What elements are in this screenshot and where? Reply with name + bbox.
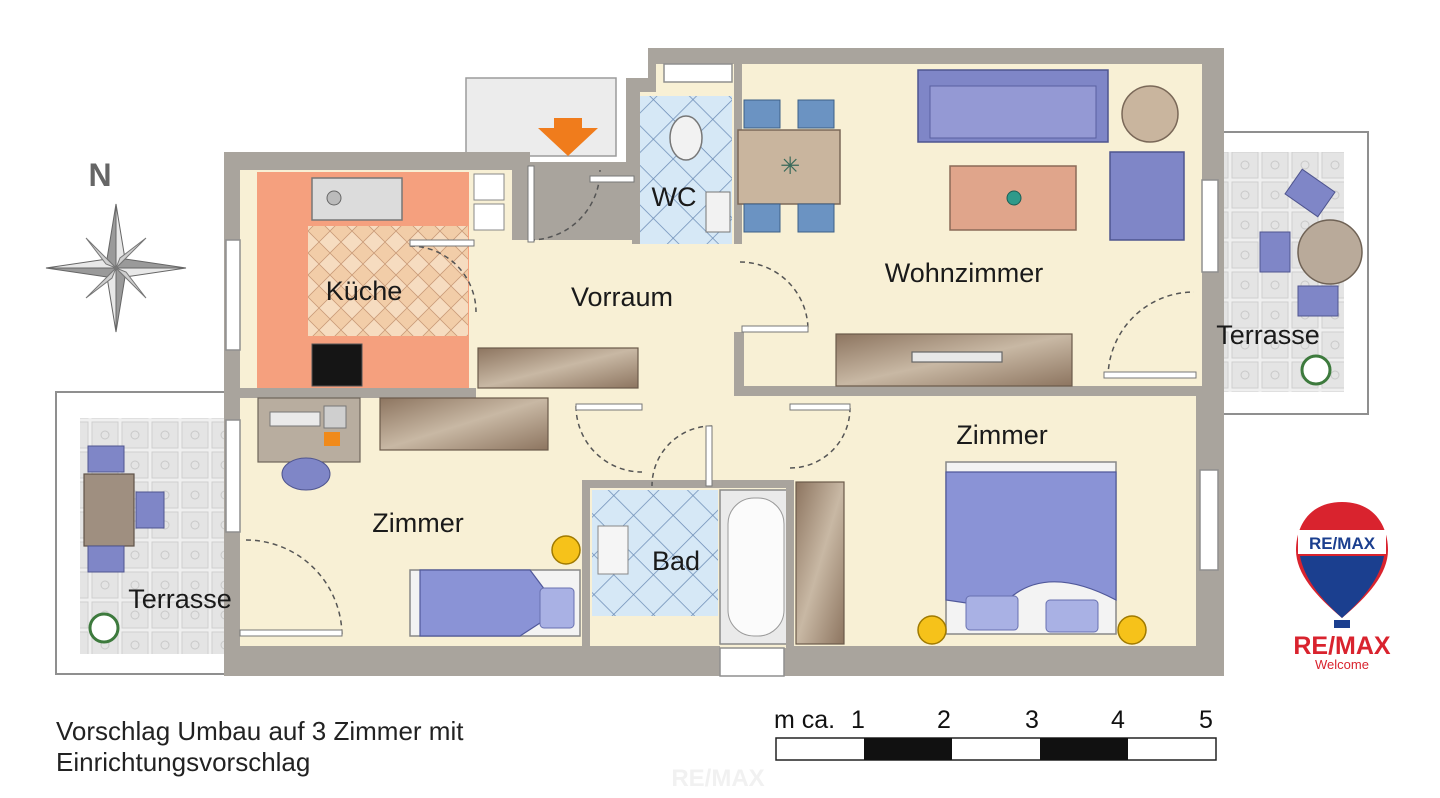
desk-chair-icon	[281, 457, 331, 491]
room-label-wc: WC	[652, 182, 697, 212]
room-label-zimmer-left: Zimmer	[372, 508, 463, 538]
plant-icon	[1300, 354, 1332, 386]
armchair-icon	[1109, 151, 1185, 241]
room-label-kueche: Küche	[326, 276, 403, 306]
svg-text:✳: ✳	[780, 152, 800, 180]
bedroom-left-furniture	[257, 397, 581, 637]
remax-brand-text: RE/MAX	[1293, 632, 1391, 660]
terrace-table-icon	[1297, 219, 1363, 285]
washbasin-icon	[597, 525, 629, 575]
washbasin-icon	[705, 191, 731, 233]
watermark: RE/MAX	[671, 765, 764, 792]
room-label-terrasse-right: Terrasse	[1216, 320, 1320, 350]
remax-sub-text: Welcome	[1315, 657, 1369, 672]
lamp-icon	[917, 615, 947, 645]
room-label-zimmer-right: Zimmer	[956, 420, 1047, 450]
toilet-icon	[669, 115, 703, 161]
terrace-table-icon	[83, 473, 135, 547]
scale-bar: m ca. 1 2 3 4 5	[774, 706, 1217, 761]
scale-tick-label: 1	[851, 706, 865, 734]
scale-tick-label: 3	[1025, 706, 1039, 734]
door-leaves	[239, 165, 1197, 637]
entrance-arrow-icon	[538, 118, 598, 156]
scale-tick-label: 4	[1111, 706, 1125, 734]
balloon-text: RE/MAX	[1309, 534, 1376, 553]
lamp-icon	[551, 535, 581, 565]
stove-icon	[311, 343, 363, 387]
living-furniture: ✳	[737, 69, 1185, 241]
scale-tick-label: 2	[937, 706, 951, 734]
scale-tick-label: 5	[1199, 706, 1213, 734]
room-label-wohnzimmer: Wohnzimmer	[885, 258, 1044, 288]
caption-line-2: Einrichtungsvorschlag	[56, 747, 311, 777]
room-label-bad: Bad	[652, 546, 700, 576]
cabinets	[379, 333, 1073, 645]
compass-north-label: N	[88, 157, 111, 193]
side-table-icon	[1121, 85, 1179, 143]
windows	[225, 63, 1219, 677]
caption: Vorschlag Umbau auf 3 Zimmer mit Einrich…	[56, 716, 463, 778]
entrance-area	[465, 77, 617, 157]
room-label-terrasse-left: Terrasse	[128, 584, 232, 614]
lamp-icon	[1117, 615, 1147, 645]
bathroom	[592, 489, 793, 645]
remax-logo: RE/MAX RE/MAX Welcome	[1293, 502, 1391, 672]
plant-icon	[88, 612, 120, 644]
sink-icon	[311, 177, 403, 221]
dining-table-icon	[737, 129, 841, 205]
room-label-vorraum: Vorraum	[571, 282, 673, 312]
doors	[245, 169, 1195, 637]
bedroom-right-furniture	[917, 461, 1147, 645]
inner-walls	[224, 64, 1206, 676]
wc-room	[640, 96, 732, 244]
terrace-furniture	[83, 168, 1363, 644]
scale-prefix: m ca.	[774, 706, 835, 734]
caption-line-1: Vorschlag Umbau auf 3 Zimmer mit	[56, 716, 464, 746]
terrace-left	[55, 391, 236, 675]
tv-icon	[911, 351, 1003, 363]
compass-rose-icon	[45, 203, 187, 333]
